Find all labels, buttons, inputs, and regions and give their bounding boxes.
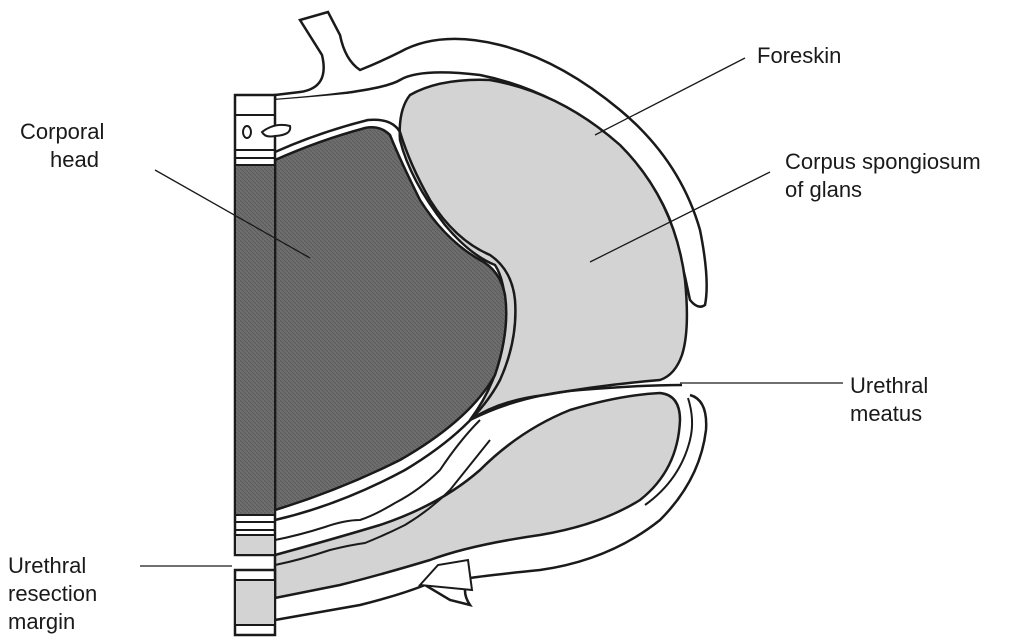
urethral-meatus-label: Urethral meatus [850,372,928,428]
foreskin-label-text: Foreskin [757,43,841,68]
foreskin-label: Foreskin [757,42,841,70]
urethral-resection-margin-label: Urethral resection margin [8,552,97,636]
corpus-spongiosum-label: Corpus spongiosum of glans [785,148,981,204]
foreskin-leader [595,58,745,135]
corpus-spongiosum-label-line2: of glans [785,176,981,204]
corporal-head-label-line2: head [20,146,104,174]
urethral-meatus-label-line1: Urethral [850,372,928,400]
corpus-spongiosum-label-line1: Corpus spongiosum [785,148,981,176]
frenulum-flap [420,560,472,590]
resection-margin-label-line3: margin [8,608,97,636]
urethral-meatus-label-line2: meatus [850,400,928,428]
resection-margin-label-line2: resection [8,580,97,608]
corporal-head-label-line1: Corporal [20,118,104,146]
resection-margin-label-line1: Urethral [8,552,97,580]
corporal-head-label: Corporal head [20,118,104,174]
